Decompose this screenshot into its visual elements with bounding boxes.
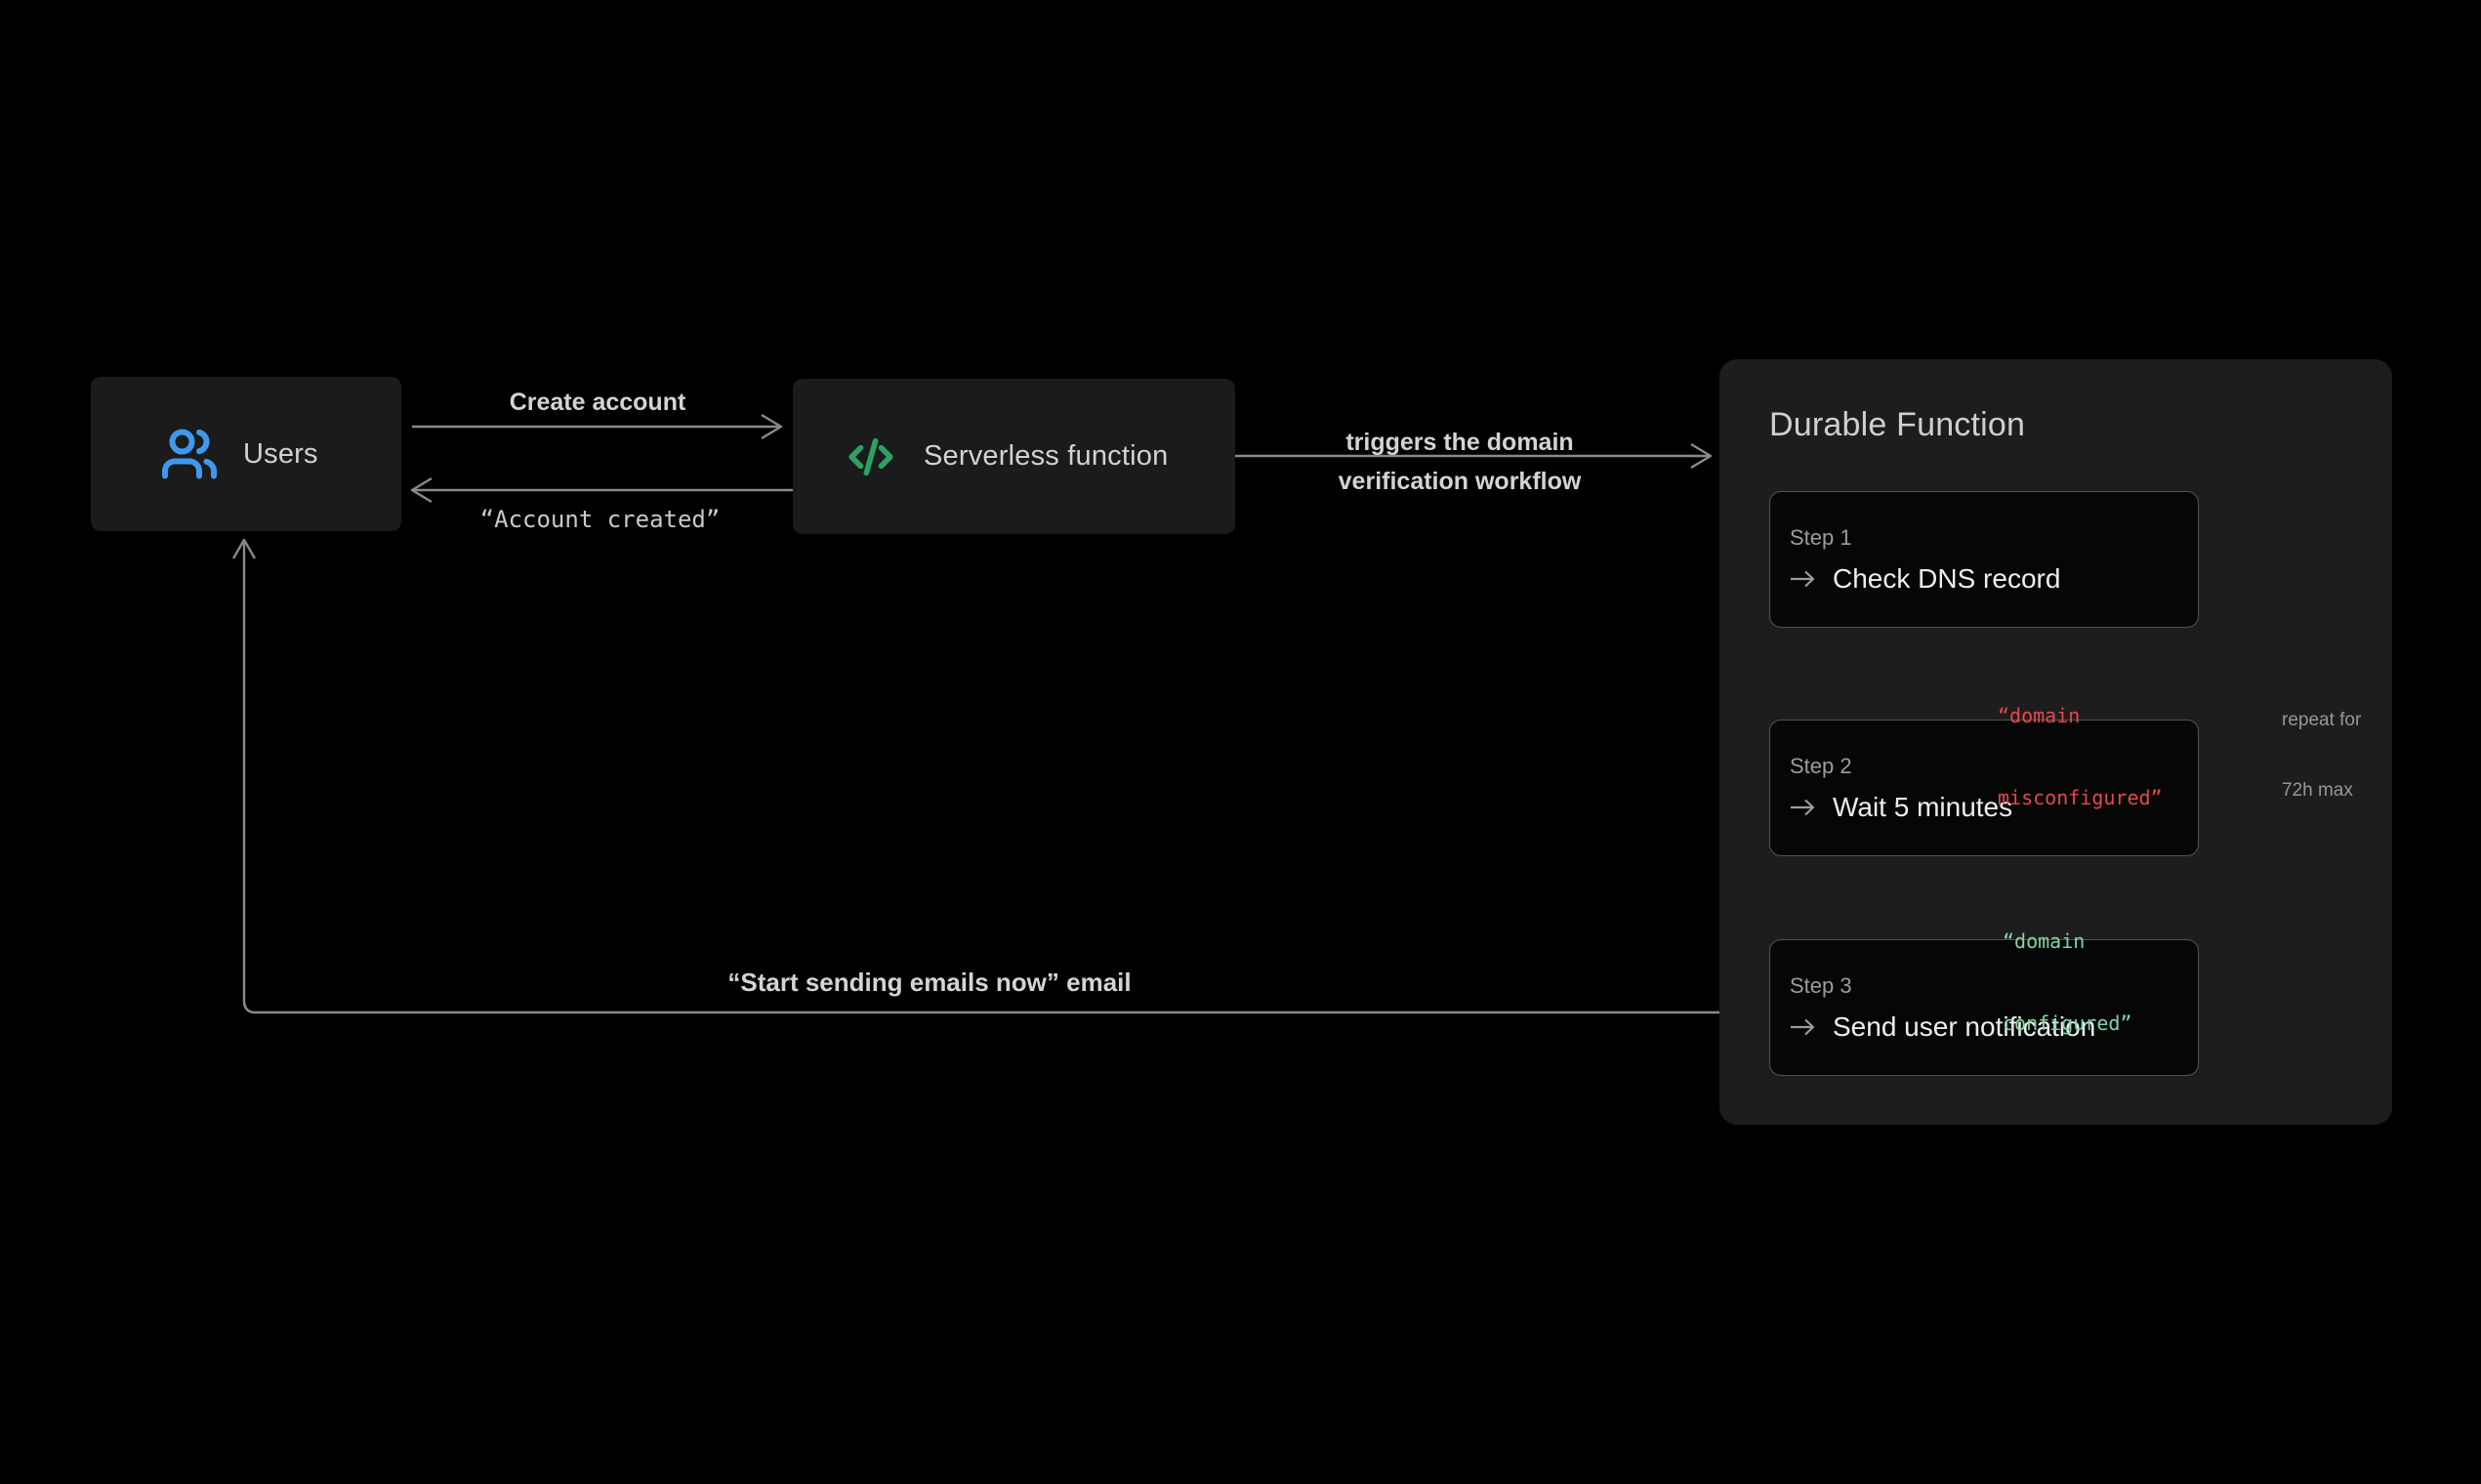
step-1-title: Step 1 [1790, 524, 1852, 550]
start-sending-emails-label: “Start sending emails now” email [727, 968, 1132, 997]
domain-misconfigured-line2: misconfigured” [1998, 786, 2163, 809]
domain-misconfigured-line1: “domain [1998, 704, 2081, 727]
arrow-triggers-workflow [1235, 442, 1713, 470]
users-node-label: Users [243, 437, 318, 470]
serverless-node-label: Serverless function [924, 440, 1169, 472]
domain-configured-line1: “domain [2003, 929, 2086, 953]
step-1-box: Step 1 Check DNS record [1769, 491, 2199, 628]
users-icon [162, 429, 217, 479]
account-created-label: “Account created” [479, 506, 721, 533]
create-account-label: Create account [509, 389, 686, 416]
triggers-label-line2: verification workflow [1338, 468, 1582, 495]
step-1-action: Check DNS record [1833, 562, 2061, 594]
step-2-action: Wait 5 minutes [1833, 791, 2013, 822]
code-icon [848, 437, 893, 475]
domain-configured-label: “domain configured” [2003, 873, 2131, 1092]
repeat-note: repeat for 72h max [2282, 662, 2361, 849]
triggers-workflow-label: triggers the domain verification workflo… [1235, 423, 1684, 501]
users-node: Users [91, 377, 401, 531]
right-arrow-icon [1791, 570, 1815, 587]
domain-misconfigured-label: “domain misconfigured” [1998, 647, 2163, 866]
durable-function-title: Durable Function [1769, 406, 2026, 443]
domain-configured-line2: configured” [2003, 1011, 2132, 1035]
durable-function-panel: Durable Function Step 1 Check DNS record… [1719, 359, 2392, 1125]
serverless-function-node: Serverless function [793, 379, 1235, 534]
triggers-label-line1: triggers the domain [1345, 429, 1574, 456]
step-3-action: Send user notification [1833, 1010, 2096, 1042]
step-3-box: Step 3 Send user notification [1769, 939, 2199, 1076]
step-2-title: Step 2 [1790, 753, 1852, 778]
step-2-box: Step 2 Wait 5 minutes [1769, 720, 2199, 856]
step-3-title: Step 3 [1790, 972, 1852, 998]
arrow-create-account [412, 413, 783, 440]
repeat-note-line2: 72h max [2282, 780, 2353, 801]
arrow-send-email [231, 538, 1767, 1014]
right-arrow-icon [1791, 1018, 1815, 1035]
arrow-account-created [410, 476, 793, 504]
right-arrow-icon [1791, 799, 1815, 815]
repeat-note-line1: repeat for [2282, 710, 2362, 730]
